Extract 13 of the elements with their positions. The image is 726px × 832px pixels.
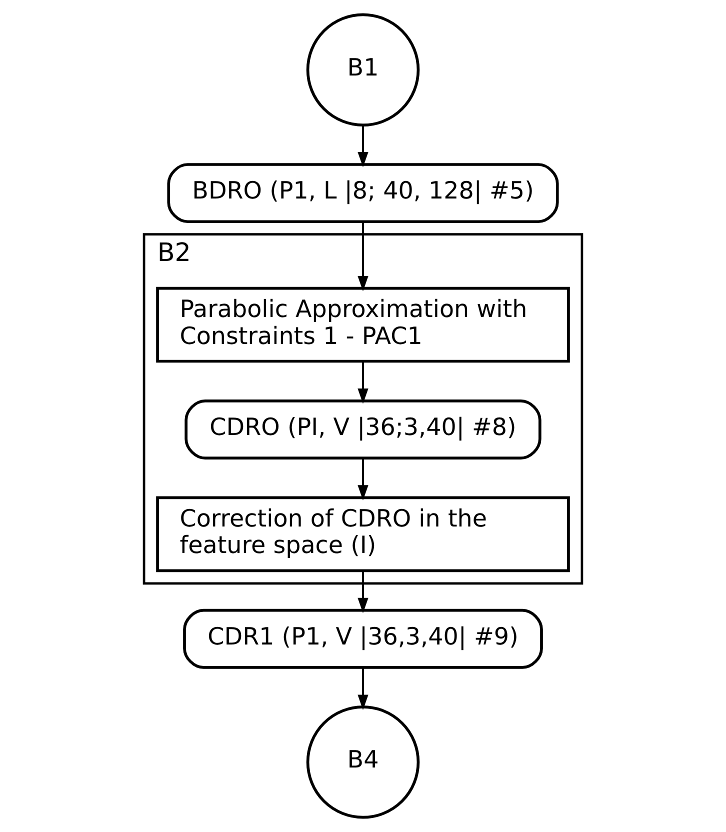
node-circle: B1 — [306, 13, 420, 127]
arrow — [358, 361, 368, 404]
node-box: CDR1 (P1, V |36,3,40| #9) — [183, 608, 543, 669]
node-box: Parabolic Approximation with Constraints 1 - PAC1 — [156, 286, 570, 363]
arrow — [358, 222, 368, 292]
node-circle: B4 — [306, 705, 420, 819]
arrow — [358, 570, 368, 614]
arrow — [358, 458, 368, 500]
node-box: BDRO (P1, L |8; 40, 128| #5) — [167, 163, 559, 224]
arrow — [358, 668, 368, 710]
node-box: CDRO (PI, V |36;3,40| #8) — [184, 400, 542, 460]
node-box: Correction of CDRO in the feature space (I) — [156, 496, 570, 572]
arrow — [358, 125, 368, 168]
